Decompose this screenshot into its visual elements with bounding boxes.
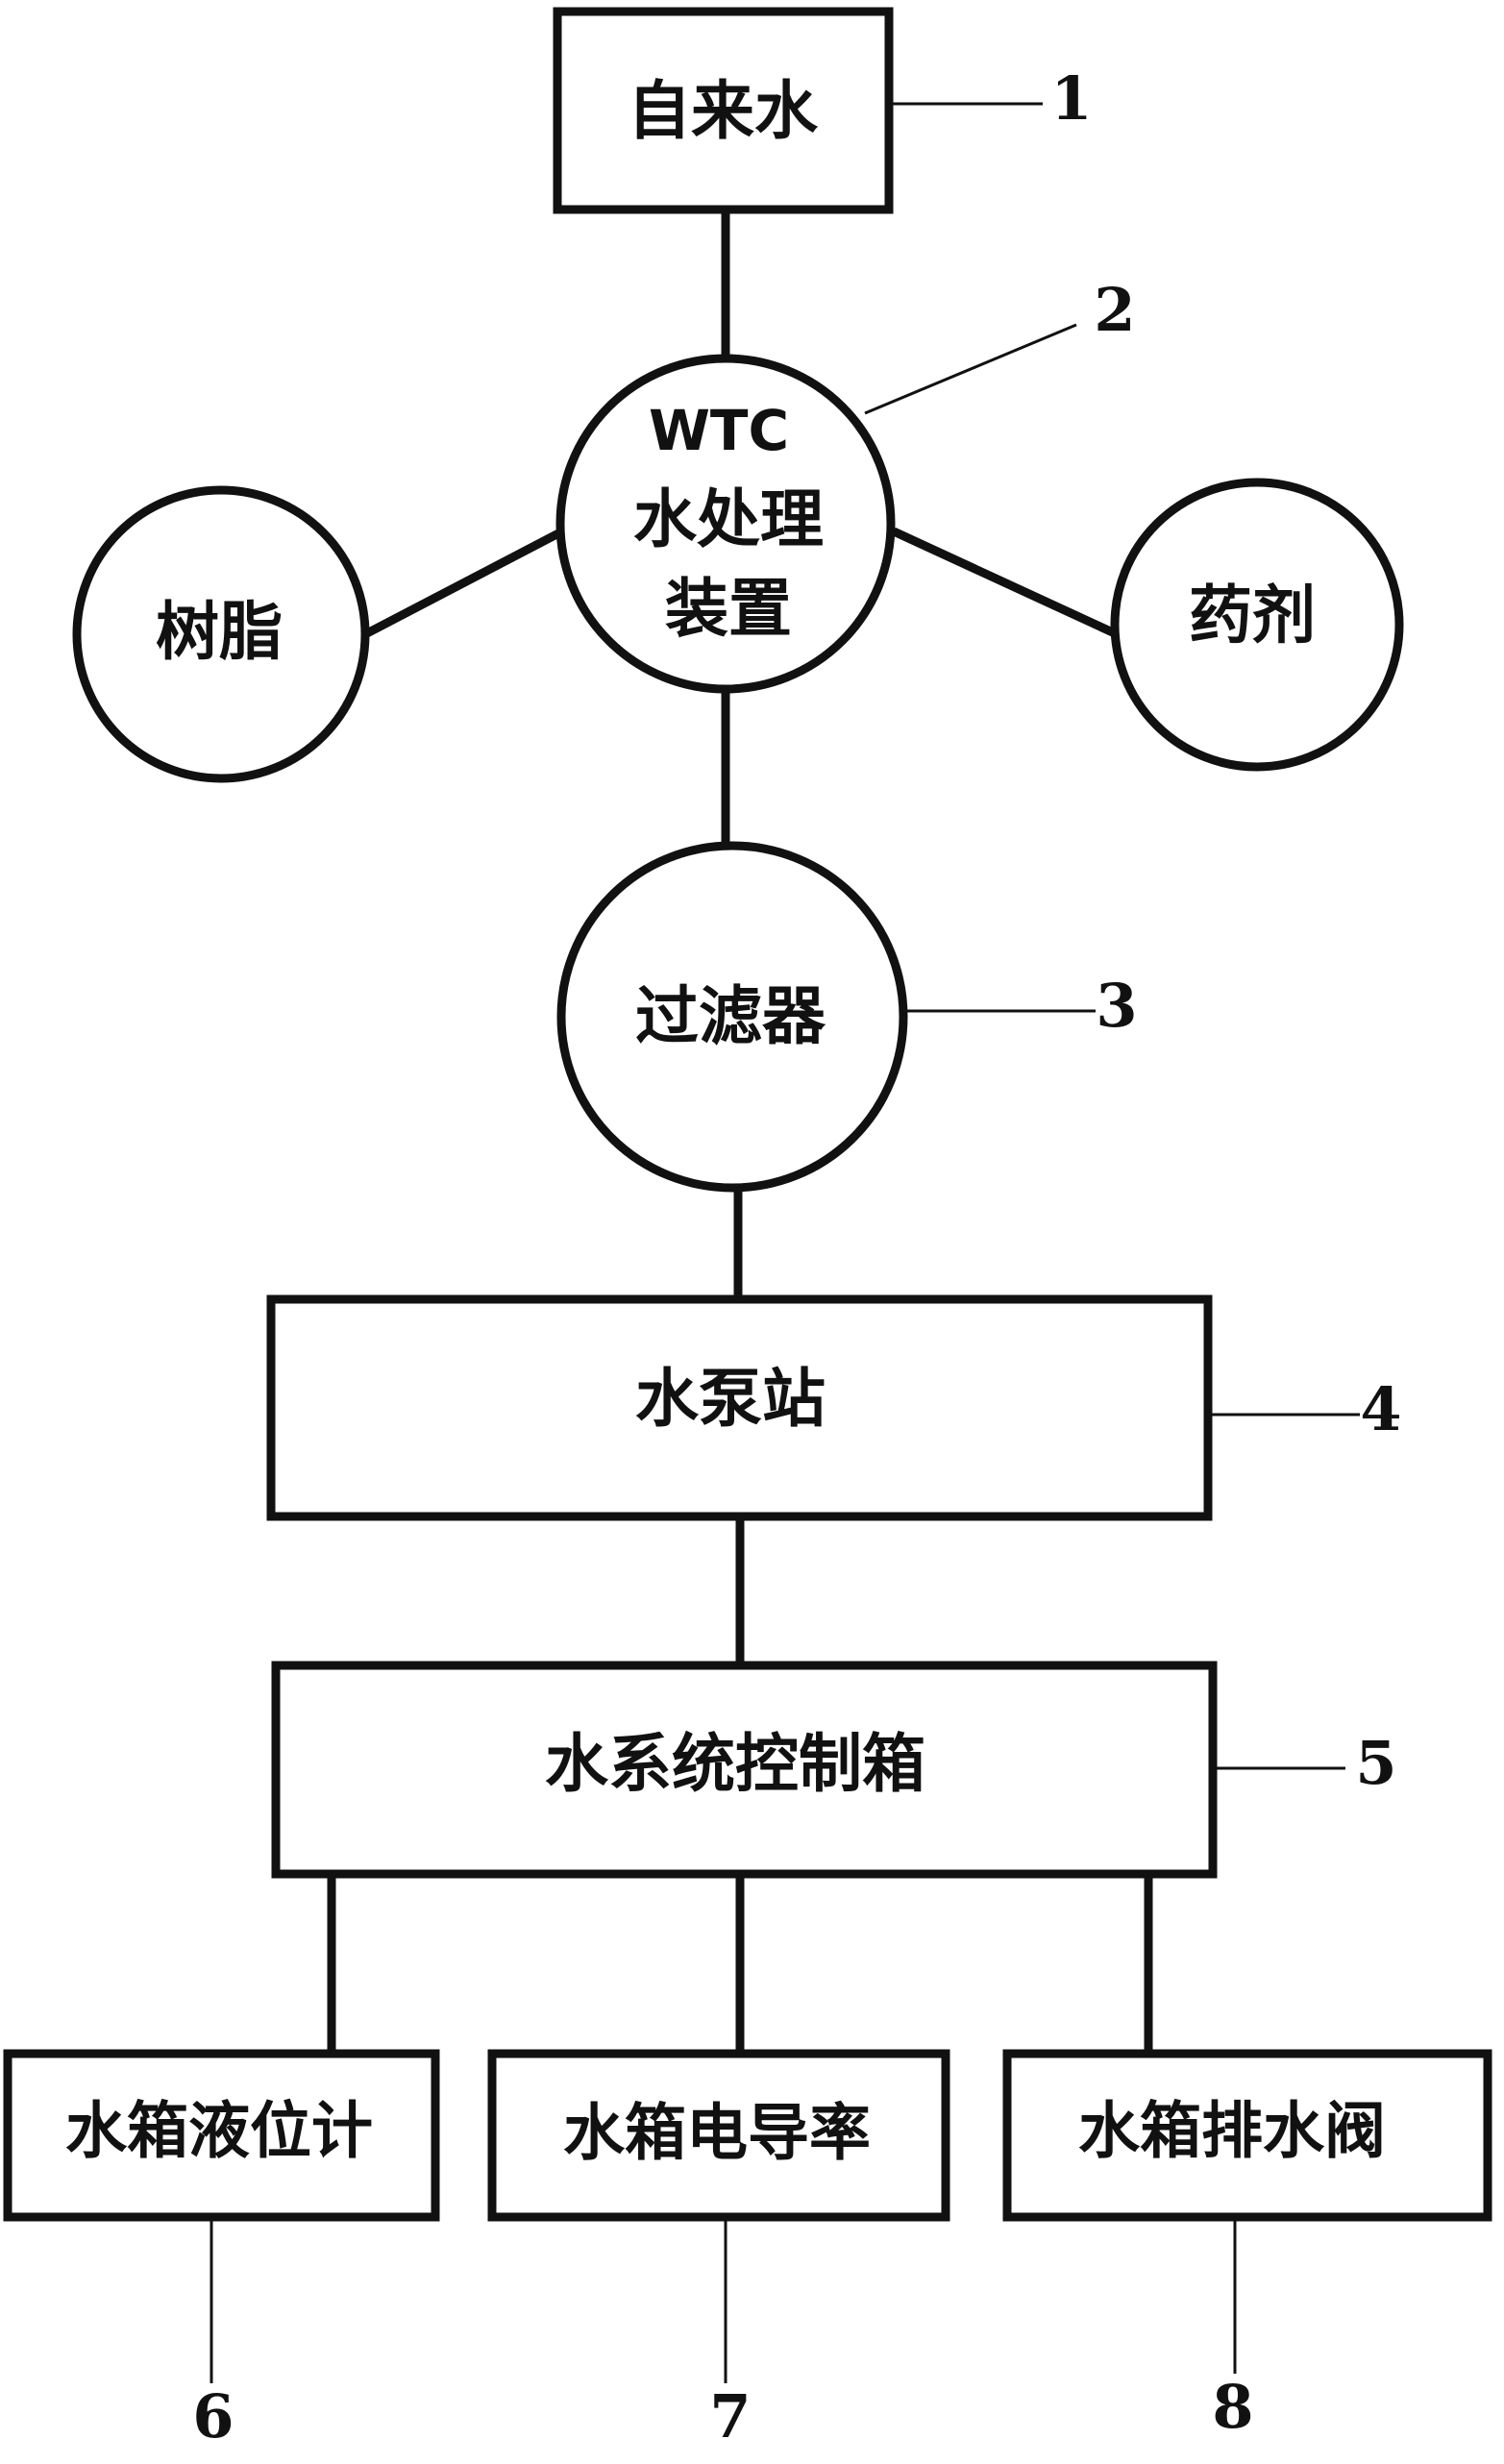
level-gauge-box [3,2049,440,2222]
level-gauge-label: 水箱液位计 [65,2097,373,2168]
filter-circle [556,841,908,1193]
tap-water-label: 自来水 [628,74,819,148]
leader-lines [210,102,1360,2383]
conductivity-box [487,2049,950,2222]
chemical-label: 药剂 [1189,579,1316,653]
connectors [327,209,1153,2054]
tap-water-box [553,7,894,214]
wtc-device-label-line2: 水处理 [633,482,824,556]
ref-number-2: 2 [1094,275,1135,345]
resin-circle [72,485,370,783]
wtc-device-label-line1: WTC [649,398,789,463]
resin-label: 树脂 [156,595,283,669]
ref-number-3: 3 [1096,971,1137,1041]
conductivity-label: 水箱电导率 [563,2099,871,2170]
pump-station-label: 水泵站 [635,1362,826,1436]
drain-valve-label: 水箱排水阀 [1078,2097,1386,2168]
control-box-rect [271,1661,1218,1879]
ref-number-4: 4 [1360,1374,1401,1444]
control-box-label: 水系统控制箱 [545,1727,925,1801]
filter-label: 过滤器 [635,979,826,1053]
drain-valve-box [1002,2049,1492,2222]
ref-number-6: 6 [192,2381,234,2452]
ref-number-8: 8 [1212,2372,1253,2442]
pump-station-box [266,1294,1213,1521]
ref-number-5: 5 [1355,1728,1396,1798]
wtc-device-circle [555,354,896,694]
connector-wtc-to-chemical [892,527,1119,639]
wtc-device-label-line3: 装置 [665,572,792,646]
leader-2 [864,323,1077,415]
chemical-circle [1110,478,1404,772]
ref-number-7: 7 [709,2381,751,2452]
ref-number-1: 1 [1050,63,1092,134]
connector-wtc-to-resin [362,528,565,638]
